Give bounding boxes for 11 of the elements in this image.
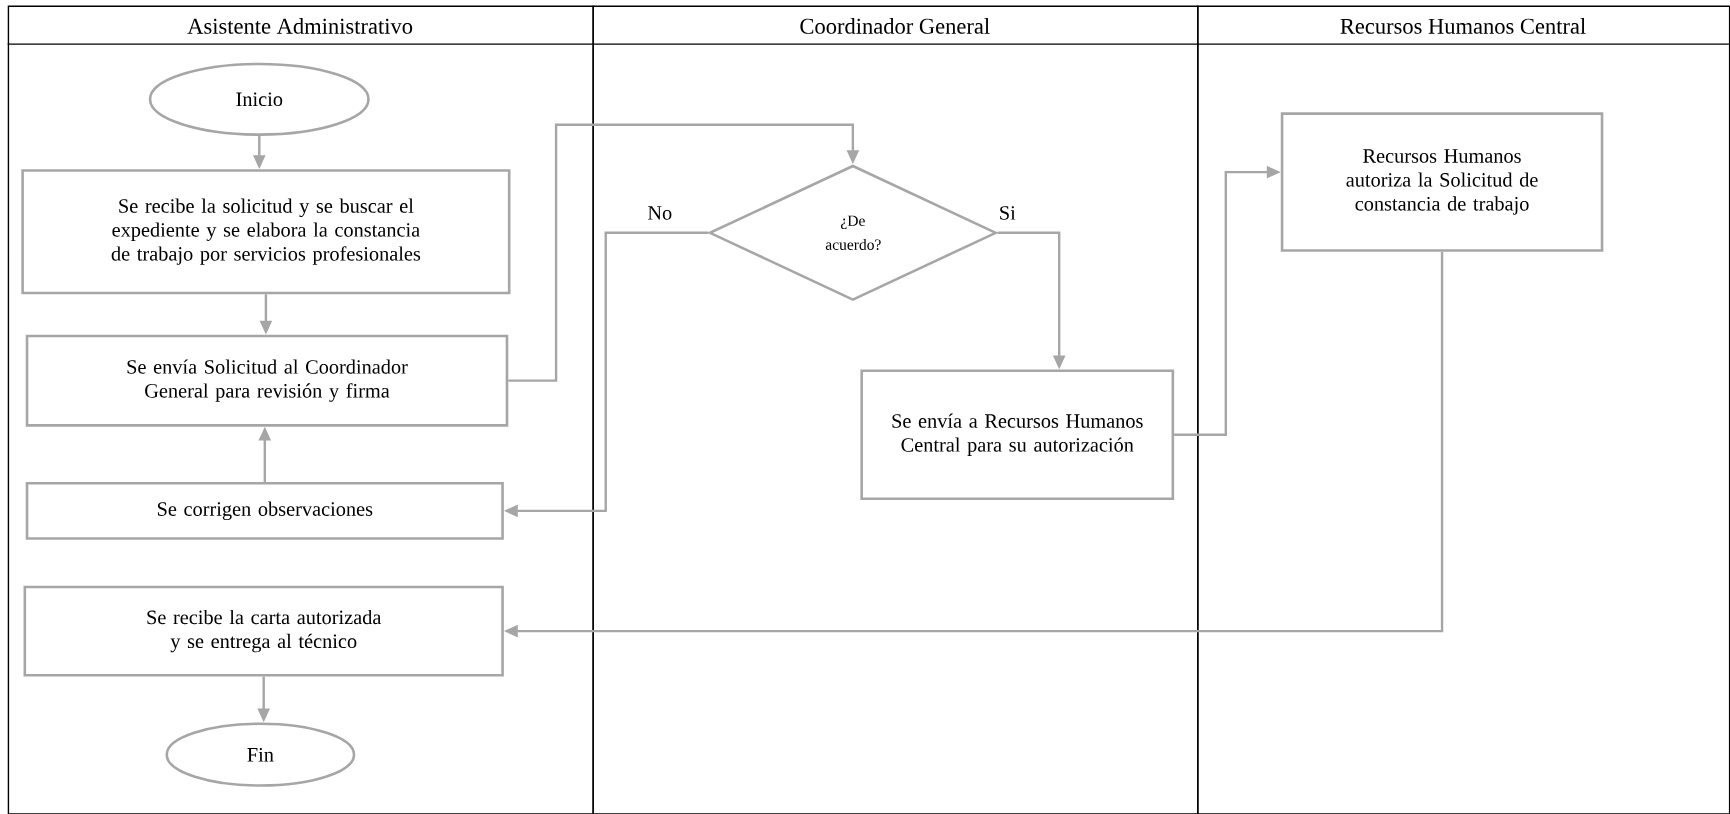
process-box: Se corrigen observaciones — [25, 481, 504, 540]
process-box: Se recibe la carta autorizada y se entrega al técnico — [23, 585, 504, 677]
edge-label: Si — [996, 204, 1018, 222]
edge-label: No — [645, 204, 675, 222]
terminal-oval: Inicio — [148, 62, 370, 136]
terminal-oval: Fin — [165, 722, 356, 787]
connector-arrow — [508, 123, 860, 382]
process-box: Recursos Humanos autoriza la Solicitud de constancia de trabajo — [1280, 112, 1604, 252]
process-box: Se envía a Recursos Humanos Central para su autorización — [860, 369, 1175, 500]
process-box: Se recibe la solicitud y se buscar el expediente y se elabora la constancia de trabajo por servicios profesionales — [21, 169, 511, 295]
process-box: Se envía Solicitud al Coordinador General para revisión y firma — [25, 334, 509, 427]
